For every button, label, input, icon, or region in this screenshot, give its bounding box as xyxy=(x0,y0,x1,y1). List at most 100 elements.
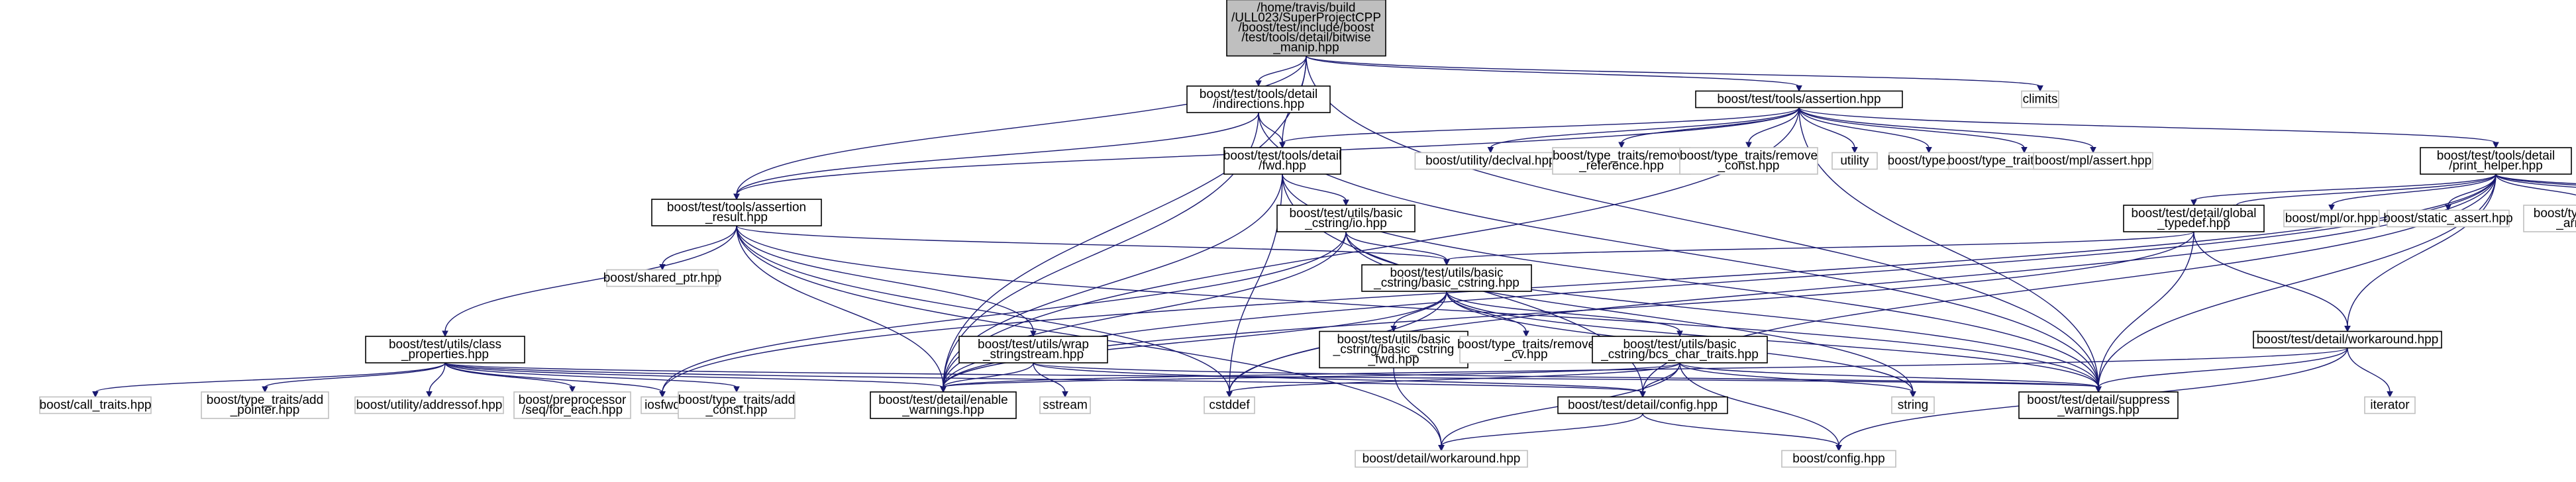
edge-arrowhead xyxy=(2190,199,2197,207)
edge-arrowhead xyxy=(442,330,448,338)
edge-line xyxy=(444,225,737,332)
node-box xyxy=(2523,205,2576,232)
node-bcs-char-traits[interactable]: boost/test/utils/basic_cstring/bcs_char_… xyxy=(1592,336,1768,363)
edge-line xyxy=(1798,107,2025,148)
node-label-line: _warnings.hpp xyxy=(902,403,984,417)
edge-assertion-result-to-shared-ptr xyxy=(659,225,737,271)
node-label-line: boost/test/utils/class xyxy=(389,338,501,352)
edge-line xyxy=(1345,231,1447,261)
node-label-line: /indirections.hpp xyxy=(1213,97,1304,111)
node-label-line: boost/type_traits/remove xyxy=(1680,149,1818,163)
node-box xyxy=(1695,90,1903,109)
edge-assertion-result-to-class-properties xyxy=(442,225,737,338)
node-box xyxy=(2420,147,2572,175)
node-add-const: boost/type_traits/add_const.hpp xyxy=(678,391,796,419)
node-config-test[interactable]: boost/test/detail/config.hpp xyxy=(1557,396,1728,414)
edge-line xyxy=(444,362,737,388)
edge-line xyxy=(1033,362,2099,388)
node-remove-cv: boost/type_traits/remove_cv.hpp xyxy=(1457,336,1595,363)
edge-global-typedef-to-workaround-test xyxy=(2193,231,2351,332)
edge-arrowhead xyxy=(2095,386,2102,393)
edge-line xyxy=(736,225,1034,332)
node-call-traits: boost/call_traits.hpp xyxy=(39,396,152,414)
node-boost-config: boost/config.hpp xyxy=(1781,450,1896,468)
node-boost-workaround: boost/detail/workaround.hpp xyxy=(1355,450,1528,468)
node-string: string xyxy=(1891,396,1935,414)
node-box xyxy=(1831,152,1878,170)
node-global-typedef[interactable]: boost/test/detail/global_typedef.hpp xyxy=(2123,205,2265,232)
node-addressof: boost/utility/addressof.hpp xyxy=(354,396,504,414)
edge-arrowhead xyxy=(1851,147,1858,154)
edge-arrowhead xyxy=(1279,142,1286,149)
node-print-helper[interactable]: boost/test/tools/detail/print_helper.hpp xyxy=(2420,147,2572,175)
node-remove-const: boost/type_traits/remove_const.hpp xyxy=(1679,147,1818,175)
edge-class-properties-to-iosfwd xyxy=(444,362,666,398)
node-assertion-result[interactable]: boost/test/tools/assertion_result.hpp xyxy=(651,199,822,226)
edge-root-to-indirections xyxy=(1255,56,1307,87)
node-label-line: cstddef xyxy=(1209,399,1250,412)
node-label-line: _const.hpp xyxy=(1718,159,1780,173)
edge-line xyxy=(1033,362,1643,393)
node-class-properties[interactable]: boost/test/utils/class_properties.hpp xyxy=(365,336,525,363)
edge-basic-cstring-to-basic-cstring-fwd xyxy=(1390,291,1447,332)
node-label-line: boost/test/tools/detail xyxy=(2437,149,2555,163)
node-cstddef: cstddef xyxy=(1204,396,1255,414)
node-label-line: boost/utility/addressof.hpp xyxy=(356,399,503,412)
dependency-edges xyxy=(92,55,2576,452)
node-label-line: boost/type_traits/remove xyxy=(1457,338,1595,352)
node-box xyxy=(1204,396,1255,414)
node-enable-warnings[interactable]: boost/test/detail/enable_warnings.hpp xyxy=(870,391,1017,419)
node-iterator: iterator xyxy=(2364,396,2416,414)
edge-line xyxy=(1306,55,1800,87)
edge-assertion-to-mpl-assert xyxy=(1798,107,2096,154)
edge-line xyxy=(1642,173,2497,393)
edge-workaround-test-to-suppress-warnings xyxy=(2095,348,2348,393)
node-label-line: boost/type_traits/is xyxy=(2534,207,2576,220)
edge-arrowhead xyxy=(2344,326,2351,332)
edge-line xyxy=(662,231,1347,393)
edge-line xyxy=(1446,291,1680,332)
edge-arrowhead xyxy=(2387,391,2393,398)
node-root[interactable]: /home/travis/build/ULL023/SuperProjectCP… xyxy=(1226,0,1386,57)
edge-line xyxy=(1748,107,1800,144)
node-suppress-warnings[interactable]: boost/test/detail/suppress_warnings.hpp xyxy=(2018,391,2179,419)
edge-line xyxy=(736,225,1230,393)
node-label-line: /home/travis/build xyxy=(1257,1,1356,15)
node-workaround-test[interactable]: boost/test/detail/workaround.hpp xyxy=(2253,330,2442,349)
node-add-pointer: boost/type_traits/add_pointer.hpp xyxy=(201,391,329,419)
node-basic-cstring[interactable]: boost/test/utils/basic_cstring/basic_cst… xyxy=(1361,264,1532,292)
edge-line xyxy=(2236,173,2497,207)
edge-arrowhead xyxy=(733,193,740,201)
node-box xyxy=(1186,85,1331,113)
node-indirections[interactable]: boost/test/tools/detail/indirections.hpp xyxy=(1186,85,1331,113)
edge-wrap-stringstream-to-config-test xyxy=(1033,362,1646,398)
node-box xyxy=(354,396,504,414)
node-box xyxy=(513,391,631,419)
edge-line xyxy=(1621,107,1800,144)
node-utility: utility xyxy=(1831,152,1878,170)
node-label-line: boost/mpl/or.hpp xyxy=(2285,212,2378,226)
node-remove-reference: boost/type_traits/remove_reference.hpp xyxy=(1552,147,1691,175)
edge-workaround-test-to-enable-warnings xyxy=(940,347,2348,393)
node-box xyxy=(2021,90,2059,109)
node-iosfwd: iosfwd xyxy=(641,396,684,414)
edge-print-helper-to-is-array xyxy=(2495,173,2576,196)
edge-line xyxy=(1446,291,2099,388)
edge-root-to-assertion xyxy=(1306,55,1802,92)
node-label-line: string xyxy=(1898,399,1928,412)
node-label-line: boost/test/tools/detail xyxy=(1223,149,1342,163)
edge-line xyxy=(1798,107,2094,148)
node-wrap-stringstream[interactable]: boost/test/utils/wrap_stringstream.hpp xyxy=(958,336,1108,363)
node-box xyxy=(201,391,329,419)
node-tools-fwd[interactable]: boost/test/tools/detail/fwd.hpp xyxy=(1223,147,1342,175)
node-assertion[interactable]: boost/test/tools/assertion.hpp xyxy=(1695,90,1903,109)
node-label-line: boost/detail/workaround.hpp xyxy=(1363,452,1521,466)
edge-arrowhead xyxy=(1639,391,1646,398)
node-label-line: sstream xyxy=(1043,399,1088,412)
node-basic-cstring-fwd[interactable]: boost/test/utils/basic_cstring/basic_cst… xyxy=(1319,330,1468,369)
node-basic-cstring-io[interactable]: boost/test/utils/basic_cstring/io.hpp xyxy=(1276,205,1416,232)
edge-arrowhead xyxy=(2021,147,2028,154)
node-decval: boost/utility/declval.hpp xyxy=(1414,152,1567,170)
node-label-line: boost/test/detail/enable xyxy=(878,393,1007,407)
node-label-line: boost/config.hpp xyxy=(1792,452,1884,466)
